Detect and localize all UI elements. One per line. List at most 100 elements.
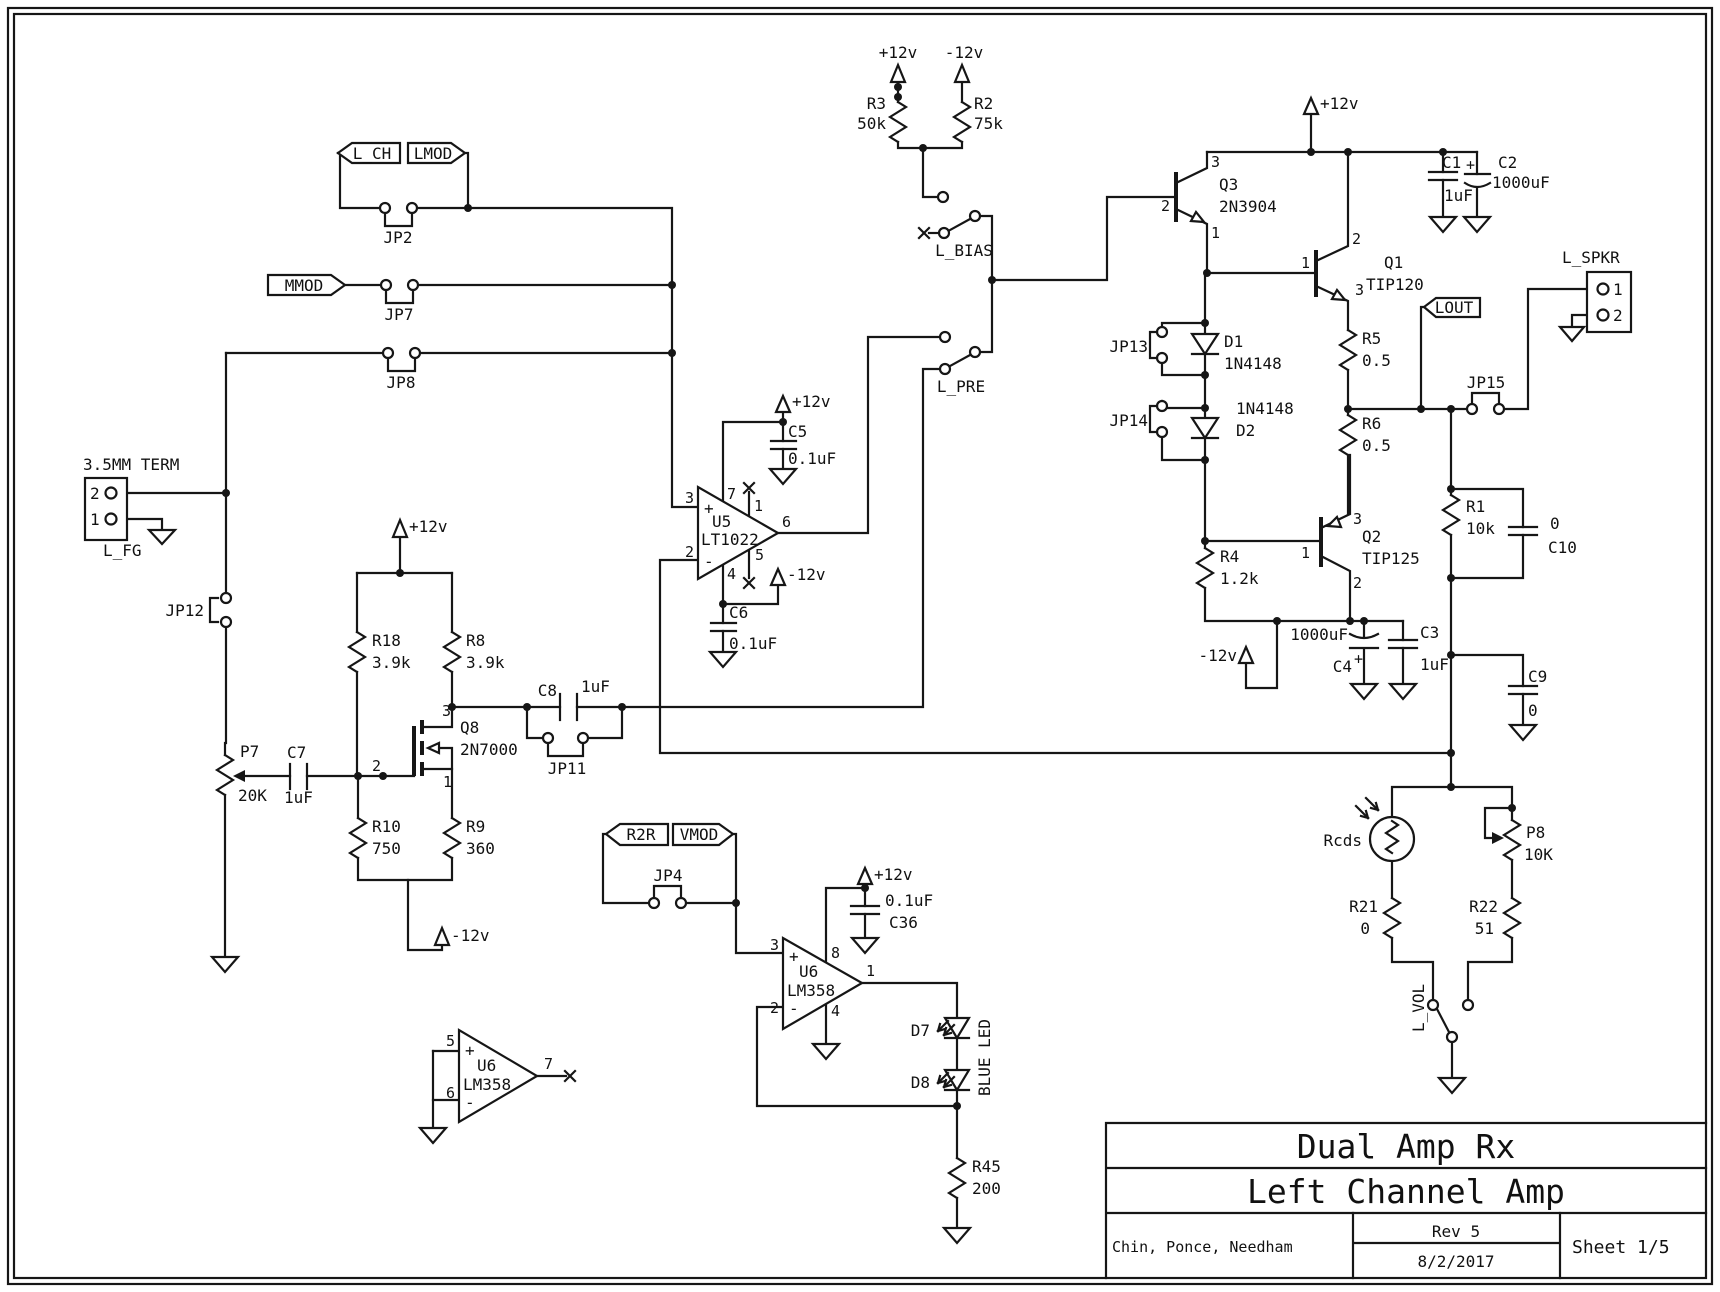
pin-number: 4 bbox=[727, 565, 736, 583]
pin-number: 3 bbox=[685, 489, 694, 507]
connector-label: 3.5MM TERM bbox=[83, 455, 179, 474]
resistor-R3: R3 50k bbox=[857, 94, 909, 144]
jumper-label: JP15 bbox=[1467, 373, 1506, 392]
switch-label: L_VOL bbox=[1409, 984, 1428, 1032]
switch-l-vol: L_VOL bbox=[1409, 984, 1475, 1044]
pin-number: 1 bbox=[754, 497, 763, 515]
jumper-label: JP12 bbox=[165, 601, 204, 620]
title-block: Dual Amp Rx Left Channel Amp Chin, Ponce… bbox=[1104, 1121, 1708, 1280]
opamp-U6A: + - U6 LM358 3 2 8 4 1 bbox=[770, 936, 875, 1031]
value: 20K bbox=[238, 786, 267, 805]
title: Dual Amp Rx bbox=[1297, 1127, 1516, 1166]
value: 3.9k bbox=[466, 653, 505, 672]
no-connect-icon bbox=[563, 1069, 577, 1083]
net-tag-vmod: VMOD bbox=[671, 822, 735, 847]
resistor-R45: R45 200 bbox=[946, 1156, 1001, 1200]
resistor-R1: R1 10k bbox=[1440, 493, 1495, 538]
ref: D8 bbox=[911, 1073, 930, 1092]
value: 0 bbox=[1550, 514, 1560, 533]
plus-input-mark: + bbox=[465, 1041, 475, 1060]
ref: C7 bbox=[287, 743, 306, 762]
pin-number: 2 bbox=[770, 999, 779, 1017]
jumper-label: JP7 bbox=[385, 305, 414, 324]
ref: R5 bbox=[1362, 329, 1381, 348]
value: 1uF bbox=[581, 677, 610, 696]
jumper-jp12: JP12 bbox=[165, 591, 233, 629]
net-label: L_FG bbox=[103, 541, 142, 560]
ground-icon bbox=[1387, 682, 1419, 701]
value: 10k bbox=[1466, 519, 1495, 538]
power-label: +12v bbox=[409, 517, 448, 536]
ref: D7 bbox=[911, 1021, 930, 1040]
ref: R10 bbox=[372, 817, 401, 836]
capacitor-C3: C3 1uF bbox=[1387, 623, 1449, 674]
value: 0.1uF bbox=[729, 634, 777, 653]
jumper-label: JP13 bbox=[1109, 337, 1148, 356]
date: 8/2/2017 bbox=[1417, 1252, 1494, 1271]
capacitor-C9: C9 0 bbox=[1507, 667, 1547, 720]
ref: R6 bbox=[1362, 414, 1381, 433]
ground-icon bbox=[849, 936, 881, 955]
plus-input-mark: + bbox=[789, 947, 799, 966]
jumper-jp13: JP13 bbox=[1109, 325, 1169, 365]
ref: Rcds bbox=[1323, 831, 1362, 850]
part: 1N4148 bbox=[1224, 354, 1282, 373]
jumper-jp4: JP4 bbox=[647, 866, 688, 910]
pin-number: 1 bbox=[866, 962, 875, 980]
ground-icon bbox=[146, 528, 178, 546]
net-tag-mmod: MMOD bbox=[266, 273, 347, 297]
ref: U5 bbox=[712, 512, 731, 531]
value: 1uF bbox=[284, 788, 313, 807]
resistor-R22: R22 51 bbox=[1469, 896, 1523, 940]
ref: R9 bbox=[466, 817, 485, 836]
pin-number: 2 bbox=[1161, 197, 1170, 215]
capacitor-C36: 0.1uF C36 bbox=[849, 891, 933, 932]
ground-icon bbox=[941, 1226, 973, 1245]
part: LT1022 bbox=[701, 530, 759, 549]
capacitor-C8: C8 1uF bbox=[538, 677, 610, 722]
part: LM358 bbox=[787, 981, 835, 1000]
blue-led-note: BLUE LED bbox=[975, 1019, 994, 1096]
ref: P7 bbox=[240, 742, 259, 761]
ref: R22 bbox=[1469, 897, 1498, 916]
capacitor-C4: 1000uF C4 + bbox=[1290, 625, 1380, 676]
ref: P8 bbox=[1526, 823, 1545, 842]
value: 0.5 bbox=[1362, 351, 1391, 370]
pin-number: 3 bbox=[442, 702, 451, 720]
capacitor-C6: C6 0.1uF bbox=[709, 603, 777, 653]
potentiometer-P8: P8 10K bbox=[1492, 818, 1553, 864]
pin-number: 2 bbox=[1613, 306, 1623, 325]
value: 1.2k bbox=[1220, 569, 1259, 588]
value: 200 bbox=[972, 1179, 1001, 1198]
part: TIP120 bbox=[1366, 275, 1424, 294]
jumper-label: JP8 bbox=[387, 373, 416, 392]
ground-icon bbox=[209, 955, 241, 974]
part: LM358 bbox=[463, 1075, 511, 1094]
power-label: -12v bbox=[451, 926, 490, 945]
resistor-R10: R10 750 bbox=[347, 816, 401, 860]
ref: R1 bbox=[1466, 497, 1485, 516]
ref: C6 bbox=[729, 603, 748, 622]
value: 50k bbox=[857, 114, 886, 133]
net-tag-label: LOUT bbox=[1435, 298, 1474, 317]
minus-input-mark: - bbox=[465, 1093, 475, 1112]
resistor-R9: R9 360 bbox=[441, 816, 495, 860]
revision: Rev 5 bbox=[1432, 1222, 1480, 1241]
pin-number: 7 bbox=[727, 485, 736, 503]
ref: Q8 bbox=[460, 718, 479, 737]
capacitor-C2: + C2 1000uF bbox=[1463, 153, 1550, 192]
power-label: +12v bbox=[879, 43, 918, 62]
pin-number: 3 bbox=[1353, 510, 1362, 528]
ref: R3 bbox=[867, 94, 886, 113]
diode-D1: D1 1N4148 bbox=[1189, 332, 1282, 373]
ground-symbols bbox=[209, 215, 1539, 1245]
polarity-plus: + bbox=[1354, 650, 1363, 668]
pin-number: 1 bbox=[1211, 224, 1220, 242]
value: 0 bbox=[1360, 919, 1370, 938]
capacitor-C7: C7 1uF bbox=[284, 743, 313, 807]
ref: R45 bbox=[972, 1157, 1001, 1176]
switch-l-pre: L_PRE bbox=[937, 330, 985, 396]
pin-number: 2 bbox=[372, 757, 381, 775]
